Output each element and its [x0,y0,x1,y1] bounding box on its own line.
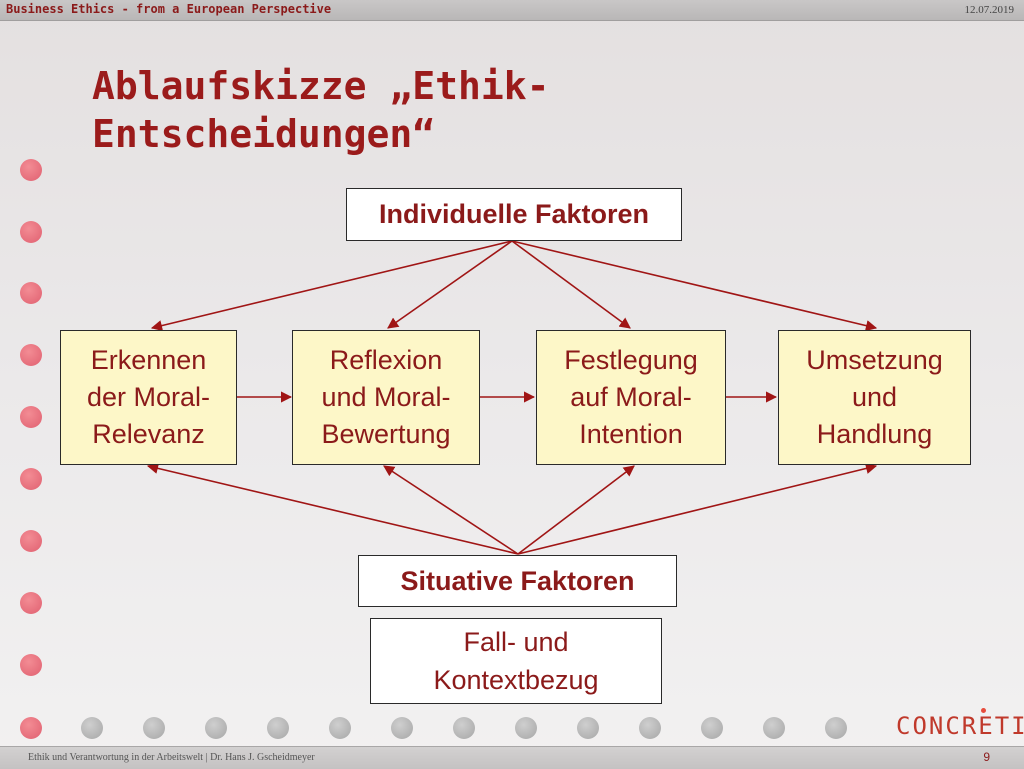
stage-action: Umsetzung und Handlung [778,330,971,465]
decorative-dot [81,717,103,739]
arrow-situational-to-stage-2 [383,465,519,555]
top-bar: Business Ethics - from a European Perspe… [0,0,1024,21]
situational-factors-box: Situative Faktoren [358,555,677,607]
arrow-individual-to-stage-2 [387,240,513,329]
arrow-situational-to-stage-1 [146,462,519,555]
decorative-dot [20,406,42,428]
stage-reflection: Reflexion und Moral- Bewertung [292,330,480,465]
decorative-dot [20,159,42,181]
decorative-dot [20,344,42,366]
decorative-dot [20,468,42,490]
decorative-dot [701,717,723,739]
decorative-dot [639,717,661,739]
stage-intention: Festlegung auf Moral- Intention [536,330,726,465]
concretio-logo: CONCRETIO [896,712,1024,740]
footer-text: Ethik und Verantwortung in der Arbeitswe… [28,752,315,763]
decorative-dot [453,717,475,739]
decorative-dot [205,717,227,739]
decorative-dot [20,717,42,739]
decorative-dot [20,530,42,552]
context-box: Fall- und Kontextbezug [370,618,662,704]
decorative-dot [763,717,785,739]
decorative-dot [20,282,42,304]
arrow-individual-to-stage-3 [511,240,631,329]
decorative-dot [515,717,537,739]
arrow-individual-to-stage-4 [511,240,878,332]
decorative-dot [825,717,847,739]
decorative-dot [20,654,42,676]
individual-factors-box: Individuelle Faktoren [346,188,682,241]
slide-date: 12.07.2019 [964,4,1015,16]
footer-bar: Ethik und Verantwortung in der Arbeitswe… [0,746,1024,769]
arrow-individual-to-stage-1 [150,240,513,332]
title-line-2: Entscheidungen“ [92,112,436,156]
stage-recognition: Erkennen der Moral- Relevanz [60,330,237,465]
decorative-dot [577,717,599,739]
slide-title: Ablaufskizze „Ethik- Entscheidungen“ [92,62,792,158]
decorative-dot [20,221,42,243]
course-title: Business Ethics - from a European Perspe… [6,2,332,16]
decorative-dot [391,717,413,739]
decorative-dot [329,717,351,739]
decorative-dot [143,717,165,739]
title-line-1: Ablaufskizze „Ethik- [92,64,550,108]
arrow-situational-to-stage-3 [517,465,635,555]
logo-accent-dot [981,708,986,713]
decorative-dot [20,592,42,614]
decorative-dot [267,717,289,739]
page-number: 9 [983,750,990,764]
arrow-situational-to-stage-4 [517,462,878,555]
